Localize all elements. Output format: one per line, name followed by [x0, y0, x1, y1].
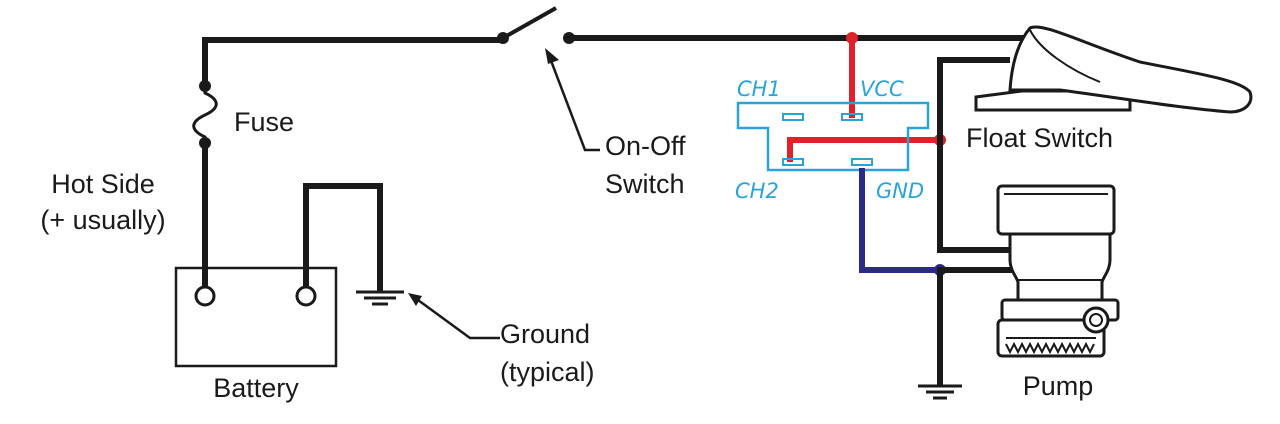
battery-symbol: [174, 183, 383, 368]
battery-ground-symbol: [356, 290, 500, 340]
onoff-label: On-Off: [605, 131, 686, 161]
relay-module: CH1 VCC CH2 GND: [735, 77, 930, 203]
hot-wire: [192, 37, 506, 288]
ch2-label: CH2: [735, 179, 779, 203]
float-switch-symbol: [974, 25, 1253, 114]
pump-symbol: [996, 184, 1120, 358]
battery-label: Battery: [213, 373, 299, 403]
gnd-label: GND: [876, 179, 924, 203]
ground-label: Ground: [500, 319, 590, 349]
fuse-label: Fuse: [234, 107, 294, 137]
hot-side-polarity-label: (+ usually): [40, 205, 165, 235]
hot-side-label: Hot Side: [51, 169, 155, 199]
vcc-label: VCC: [860, 77, 904, 101]
on-off-switch-symbol: [497, 6, 1033, 152]
pump-label: Pump: [1023, 371, 1094, 401]
fuse-symbol: [192, 86, 218, 143]
ground-typical-label: (typical): [500, 357, 595, 387]
pump-wiring: [918, 57, 1021, 400]
ch1-label: CH1: [737, 77, 781, 101]
float-switch-label: Float Switch: [966, 123, 1113, 153]
onoff-switch-label: Switch: [605, 169, 685, 199]
